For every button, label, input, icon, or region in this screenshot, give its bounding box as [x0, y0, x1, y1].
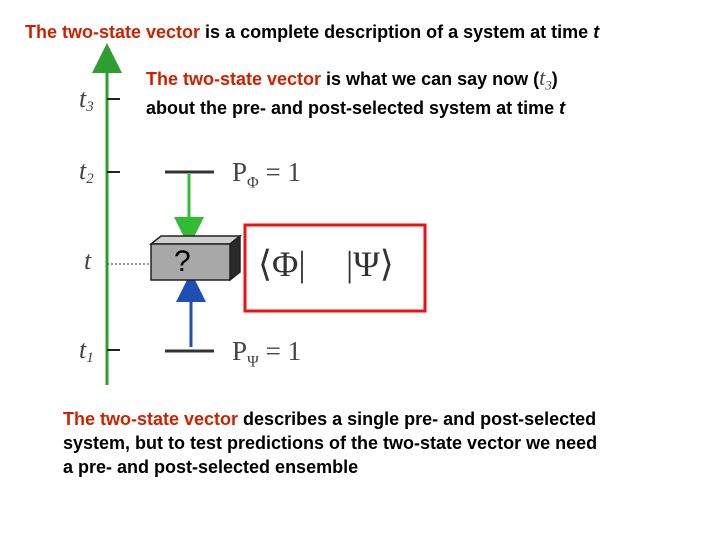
subtitle-line2-var: t: [559, 97, 566, 118]
box-front-face: [150, 243, 231, 281]
subtitle-highlight: The two-state vector: [146, 69, 322, 89]
bra-phi: ⟨Φ|: [258, 244, 306, 284]
label-t3: t3: [79, 84, 94, 116]
pre-selection-p: P: [232, 336, 248, 366]
title-time-var: t: [593, 22, 600, 42]
bottom-highlight: The two-state vector: [63, 409, 239, 429]
bottom-line3: a pre- and post-selected ensemble: [63, 457, 359, 477]
box-question-mark: ?: [174, 245, 191, 278]
title: The two-state vector is a complete descr…: [25, 22, 599, 43]
state-box: [243, 223, 427, 313]
bottom-line2: system, but to test predictions of the t…: [63, 433, 598, 453]
bottom-line1-rest: describes a single pre- and post-selecte…: [238, 409, 597, 429]
label-t3-var: t: [79, 84, 87, 113]
label-t2-var: t: [79, 156, 87, 185]
label-t3-sub: 3: [86, 99, 94, 116]
label-t1-var: t: [79, 335, 87, 364]
label-t1-sub: 1: [86, 350, 94, 367]
label-t2-sub: 2: [86, 171, 94, 188]
pre-selection-eq: = 1: [258, 336, 302, 366]
pre-selection-sub: Ψ: [247, 353, 259, 371]
label-t: t: [84, 246, 91, 278]
box-side-face: [229, 234, 241, 282]
subtitle-now-sub: 3: [545, 77, 552, 93]
subtitle-close: ): [551, 69, 558, 89]
box-top-face: [148, 235, 243, 245]
post-selection-sub: Φ: [247, 174, 259, 192]
title-rest: is a complete description of a system at…: [200, 22, 594, 42]
label-t2: t2: [79, 156, 94, 188]
label-t-var: t: [84, 246, 92, 275]
subtitle-line2: about the pre- and post-selected system …: [146, 97, 560, 118]
title-highlight: The two-state vector: [25, 22, 201, 42]
subtitle: The two-state vector is what we can say …: [146, 66, 565, 120]
subtitle-rest: is what we can say now (: [321, 69, 540, 89]
post-selection-p: P: [232, 157, 248, 187]
ket-psi: |Ψ⟩: [346, 244, 394, 284]
bottom-text: The two-state vector describes a single …: [63, 407, 597, 479]
pre-selection-label: PΨ = 1: [232, 336, 301, 371]
label-t1: t1: [79, 335, 94, 367]
post-selection-label: PΦ = 1: [232, 157, 301, 192]
subtitle-now-var: t: [539, 65, 546, 90]
post-selection-eq: = 1: [258, 157, 301, 187]
